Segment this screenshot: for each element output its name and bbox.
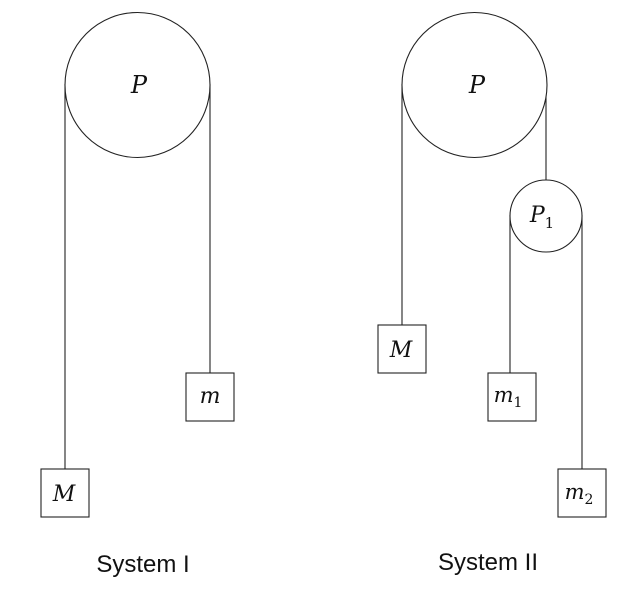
system-2-caption: System II — [438, 549, 538, 576]
system-2-mass-2-label-base: m — [565, 480, 585, 504]
system-2-mass-2-label: m2 — [565, 480, 594, 508]
system-2-pulley — [401, 11, 548, 159]
system-2-pulley-label: P — [468, 71, 486, 99]
system-1-mass-large-label: M — [52, 482, 76, 507]
system-2-mass-1 — [487, 372, 537, 422]
system-2-mass-1-label: m1 — [494, 383, 523, 411]
system-1-caption: System I — [96, 551, 189, 578]
system-2: P P1 M m1 m2 System II — [377, 11, 607, 576]
system-2-pulley-1-label-sub: 1 — [545, 214, 555, 232]
system-1-mass-large — [40, 468, 90, 518]
system-2-mass-2-label-sub: 2 — [585, 492, 594, 508]
system-1-pulley — [64, 11, 211, 159]
system-2-mass-2 — [557, 468, 607, 518]
system-2-pulley-1 — [509, 179, 583, 253]
system-1-mass-small-label: m — [200, 384, 221, 409]
system-2-mass-1-label-sub: 1 — [514, 395, 523, 411]
system-2-mass-large — [377, 324, 427, 374]
system-1: P m M System I — [40, 11, 235, 578]
system-2-pulley-1-label-base: P — [529, 203, 546, 228]
system-2-pulley-1-label: P1 — [529, 203, 554, 232]
system-2-mass-large-label: M — [389, 338, 413, 363]
system-1-mass-small — [185, 372, 235, 422]
system-2-mass-1-label-base: m — [494, 383, 514, 407]
system-1-pulley-label: P — [130, 71, 148, 99]
